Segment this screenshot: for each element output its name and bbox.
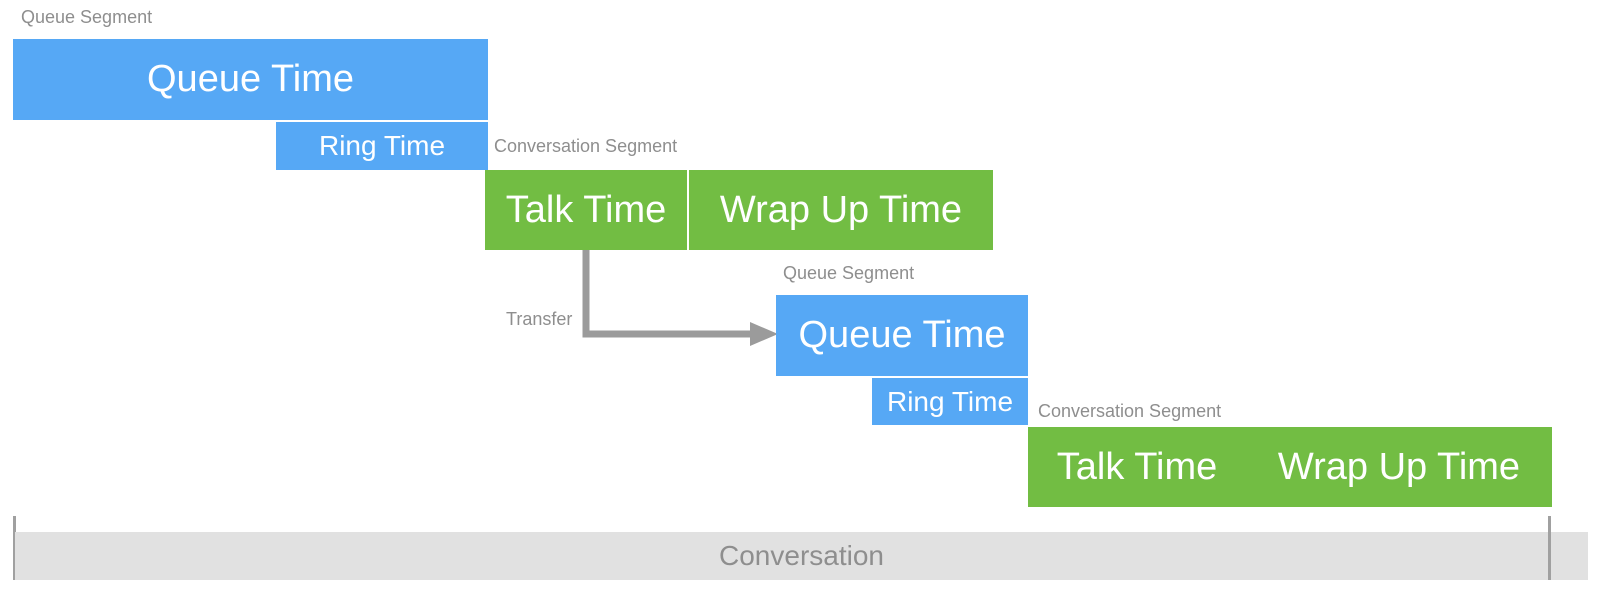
ring-time-block: Ring Time: [276, 122, 488, 170]
queue-segment-label-2: Queue Segment: [783, 263, 915, 283]
queue-time-block-2: Queue Time: [776, 295, 1028, 376]
conversation-bar: Conversation: [15, 532, 1588, 580]
talk-time-block-2: Talk Time: [1028, 427, 1246, 507]
conversation-start-tick: [13, 516, 16, 580]
conversation-segment-label-2: Conversation Segment: [1038, 401, 1222, 421]
conversation-segment-label: Conversation Segment: [494, 136, 678, 156]
conversation-label: Conversation: [719, 540, 884, 571]
queue-time-block: Queue Time: [13, 39, 488, 120]
wrap-up-time-block-2: Wrap Up Time: [1246, 427, 1552, 507]
conversation-end-tick: [1548, 516, 1551, 580]
ring-time-block-2: Ring Time: [872, 378, 1028, 425]
transfer-label: Transfer: [506, 309, 573, 329]
queue-segment-label: Queue Segment: [21, 7, 153, 27]
wrap-up-time-block: Wrap Up Time: [689, 170, 993, 250]
talk-time-block: Talk Time: [485, 170, 687, 250]
